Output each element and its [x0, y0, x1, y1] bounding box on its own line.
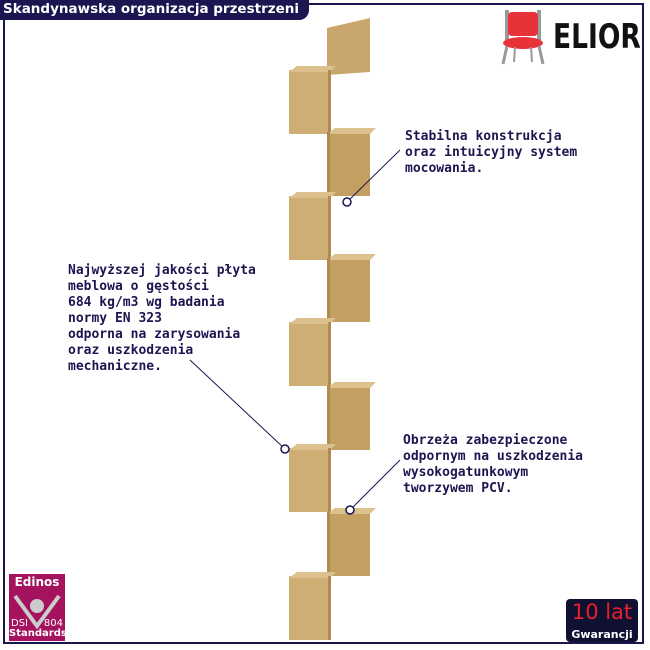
- warranty-badge: 10 lat Gwarancji: [566, 599, 638, 642]
- shelf-panel: [289, 576, 330, 640]
- shelf-panel: [289, 70, 330, 134]
- shelf-panel: [289, 572, 336, 578]
- warranty-label: Gwarancji: [571, 628, 633, 641]
- pointer-line: [349, 459, 401, 511]
- shelf-panel: [327, 512, 330, 576]
- edinos-mark-icon: [13, 594, 61, 630]
- pointer-line: [189, 359, 286, 450]
- shelf-panel: [328, 196, 331, 260]
- shelf-panel: [327, 128, 376, 134]
- brand-name: ELIOR: [553, 17, 641, 57]
- edinos-standards: Standards: [9, 628, 67, 639]
- shelf-panel: [327, 258, 330, 322]
- brand-logo: ELIOR: [497, 8, 650, 66]
- pointer-dot: [342, 197, 352, 207]
- shelf-panel: [328, 448, 331, 512]
- shelf-panel: [289, 66, 336, 72]
- edinos-badge: Edinos DSI 804 Standards: [9, 574, 67, 641]
- annotation-edges: Obrzeża zabezpieczone odpornym na uszkod…: [403, 433, 584, 496]
- pointer-dot: [280, 444, 290, 454]
- shelf-panel: [328, 70, 331, 134]
- shelf-panel: [327, 132, 370, 196]
- pointer-dot: [345, 505, 355, 515]
- chair-icon: [501, 10, 545, 65]
- annotation-material: Najwyższej jakości płyta meblowa o gęsto…: [68, 263, 256, 374]
- shelf-panel: [289, 448, 330, 512]
- shelf-panel: [327, 18, 370, 75]
- edinos-name: Edinos: [14, 575, 60, 589]
- shelf-panel: [328, 322, 331, 386]
- warranty-years: 10 lat: [571, 600, 633, 624]
- annotation-stability: Stabilna konstrukcja oraz intuicyjny sys…: [405, 129, 578, 176]
- shelf-panel: [327, 254, 376, 260]
- edinos-804: 804: [43, 618, 63, 629]
- shelf-panel: [327, 386, 330, 450]
- edinos-dsi: DSI: [11, 618, 28, 629]
- shelf-panel: [289, 444, 336, 450]
- pointer-line: [346, 149, 401, 203]
- shelf-panel: [327, 132, 330, 196]
- shelf-panel: [328, 576, 331, 640]
- shelf-panel: [327, 512, 370, 576]
- shelf-panel: [327, 382, 376, 388]
- page-title: Skandynawska organizacja przestrzeni: [0, 0, 309, 20]
- shelf-panel: [327, 386, 370, 450]
- shelf-panel: [289, 196, 330, 260]
- shelf-panel: [289, 192, 336, 198]
- shelf-panel: [327, 258, 370, 322]
- shelf-panel: [289, 318, 336, 324]
- shelf-panel: [289, 322, 330, 386]
- image-frame: [3, 3, 644, 644]
